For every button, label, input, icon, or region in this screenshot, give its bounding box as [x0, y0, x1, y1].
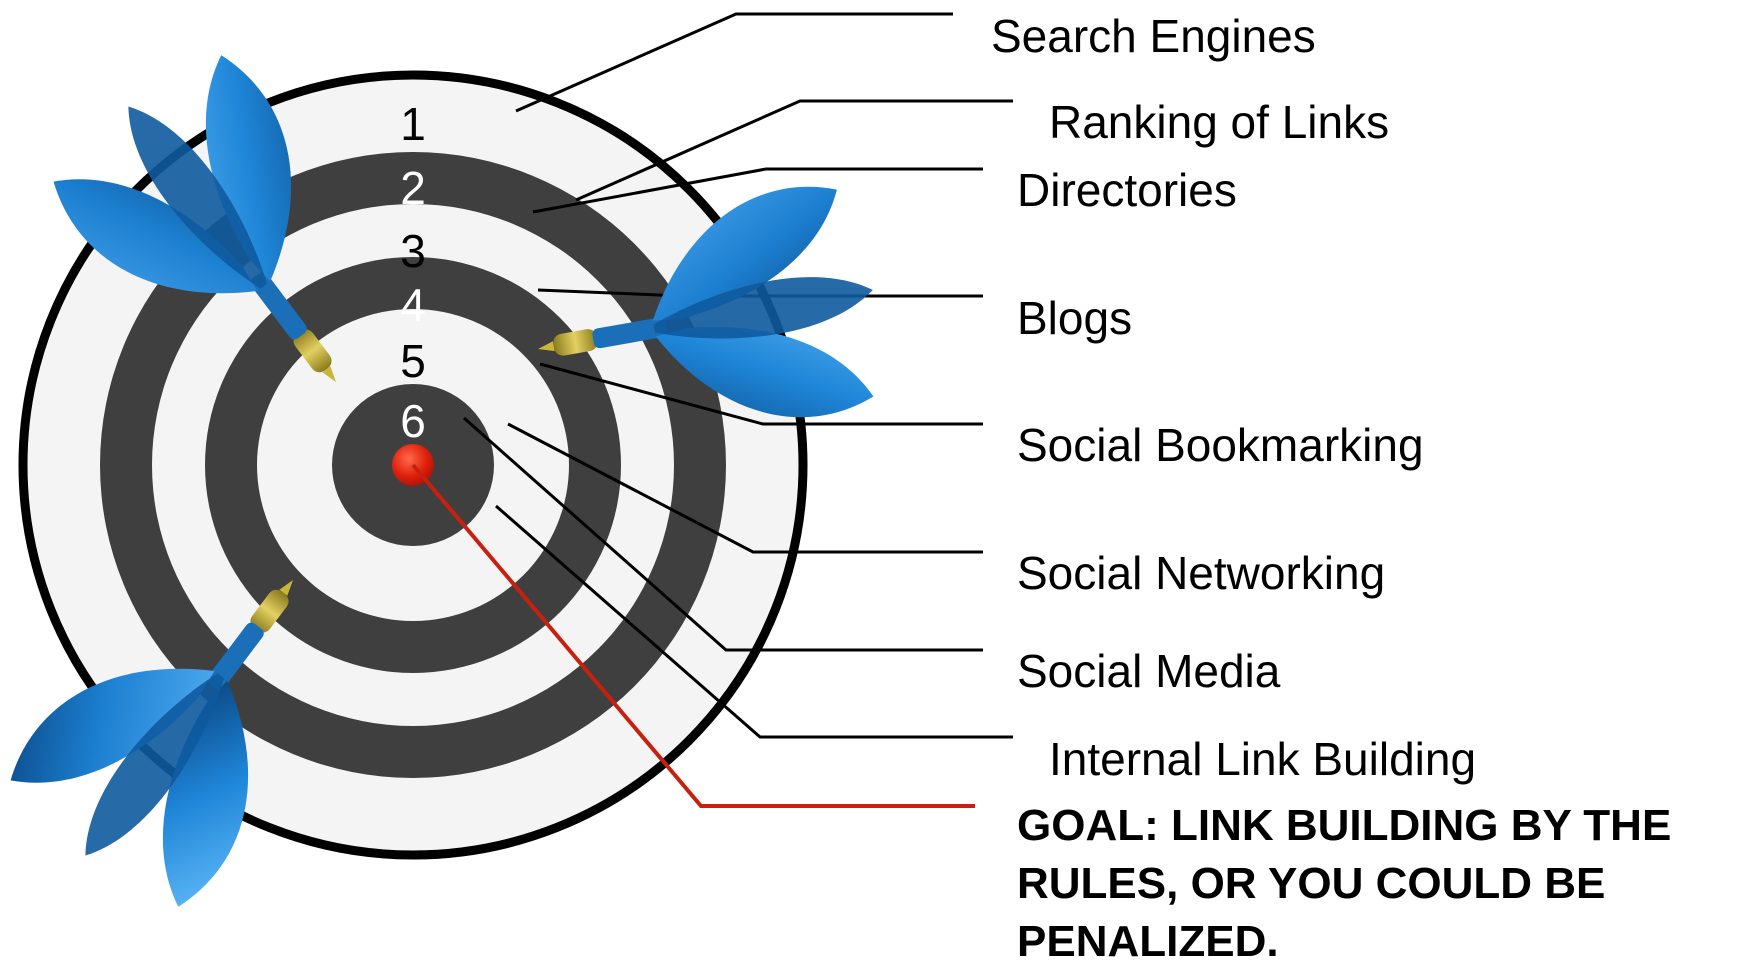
dart-icon: [10, 580, 293, 907]
leader-social-media: [463, 416, 983, 652]
dart-icon: [53, 55, 336, 382]
ring-number-6: 6: [400, 395, 426, 447]
label-social-networking: Social Networking: [1017, 547, 1386, 599]
ring-number-2: 2: [400, 162, 426, 214]
label-social-bookmarking: Social Bookmarking: [1017, 419, 1424, 471]
leader-directories: [532, 167, 983, 214]
ring-number-1: 1: [400, 98, 426, 150]
goal-statement: GOAL: LINK BUILDING BY THE RULES, OR YOU…: [1017, 801, 1672, 966]
label-ranking-of-links: Ranking of Links: [1049, 96, 1390, 148]
label-directories: Directories: [1017, 164, 1237, 216]
ring-number-4: 4: [400, 279, 426, 331]
leader-social-bookmarking: [539, 362, 983, 426]
leader-lines: [411, 12, 1013, 808]
label-search-engines: Search Engines: [991, 10, 1316, 62]
label-internal-link-building: Internal Link Building: [1049, 733, 1477, 785]
ring-number-3: 3: [400, 225, 426, 277]
leader-goal: [411, 463, 975, 808]
ring-number-5: 5: [400, 335, 426, 387]
ring-numbers: 1 2 3 4 5 6: [400, 98, 426, 447]
leader-internal-link-building: [495, 504, 1013, 739]
dart-icon: [538, 186, 874, 418]
leader-ranking-of-links: [575, 99, 1013, 202]
label-social-media: Social Media: [1017, 645, 1281, 697]
leader-social-networking: [507, 422, 983, 554]
label-blogs: Blogs: [1017, 292, 1133, 344]
leader-search-engines: [515, 12, 953, 113]
